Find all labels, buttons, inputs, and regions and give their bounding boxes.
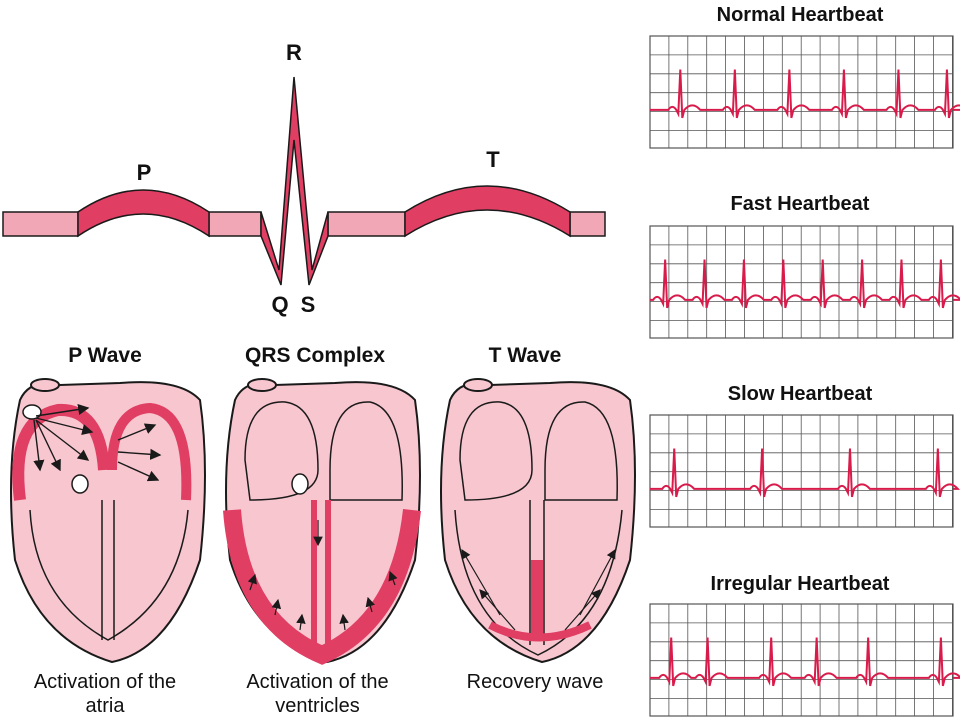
strip-title-fast: Fast Heartbeat bbox=[730, 193, 870, 215]
caption-p-wave-line2: atria bbox=[85, 695, 125, 717]
heart-qrs-complex bbox=[223, 378, 421, 665]
caption-p-wave: Activation of the atria bbox=[5, 670, 205, 718]
ecg-label-s: S bbox=[300, 292, 316, 317]
ecg-label-t: T bbox=[486, 147, 500, 172]
ecg-strip-normal bbox=[649, 35, 960, 149]
ecg-strip-irregular bbox=[649, 603, 960, 717]
ecg-trace-normal bbox=[650, 69, 960, 119]
t-wave-band bbox=[404, 185, 571, 238]
p-wave-band bbox=[77, 189, 210, 238]
ecg-trace-irregular bbox=[650, 637, 960, 687]
ecg-label-r: R bbox=[286, 40, 302, 65]
caption-qrs-line2: ventricles bbox=[275, 695, 360, 717]
qrs-complex-band bbox=[260, 76, 329, 286]
ecg-strip-fast bbox=[649, 225, 960, 339]
baseline-segment-2 bbox=[208, 211, 262, 237]
baseline-segment-1 bbox=[2, 211, 79, 237]
caption-t-wave: Recovery wave bbox=[440, 670, 630, 694]
strip-title-slow: Slow Heartbeat bbox=[727, 383, 873, 405]
baseline-segment-4 bbox=[569, 211, 606, 237]
baseline-segment-3 bbox=[327, 211, 406, 237]
heart-t-wave bbox=[440, 378, 636, 664]
ecg-trace-fast bbox=[650, 259, 960, 309]
heart-title-p-wave: P Wave bbox=[68, 344, 142, 367]
caption-qrs-complex: Activation of the ventricles bbox=[215, 670, 420, 718]
heart-title-qrs-complex: QRS Complex bbox=[244, 344, 386, 367]
ecg-trace-slow bbox=[650, 448, 960, 498]
strip-title-normal: Normal Heartbeat bbox=[716, 4, 884, 26]
heart-p-wave bbox=[10, 378, 206, 664]
caption-t-wave-line1: Recovery wave bbox=[466, 671, 604, 693]
ecg-strip-slow bbox=[649, 414, 960, 528]
heart-title-t-wave: T Wave bbox=[488, 344, 562, 367]
caption-p-wave-line1: Activation of the bbox=[33, 671, 177, 693]
strip-title-irregular: Irregular Heartbeat bbox=[710, 573, 890, 595]
caption-qrs-line1: Activation of the bbox=[246, 671, 389, 693]
ecg-label-p: P bbox=[136, 160, 152, 185]
ecg-label-q: Q bbox=[271, 292, 289, 317]
